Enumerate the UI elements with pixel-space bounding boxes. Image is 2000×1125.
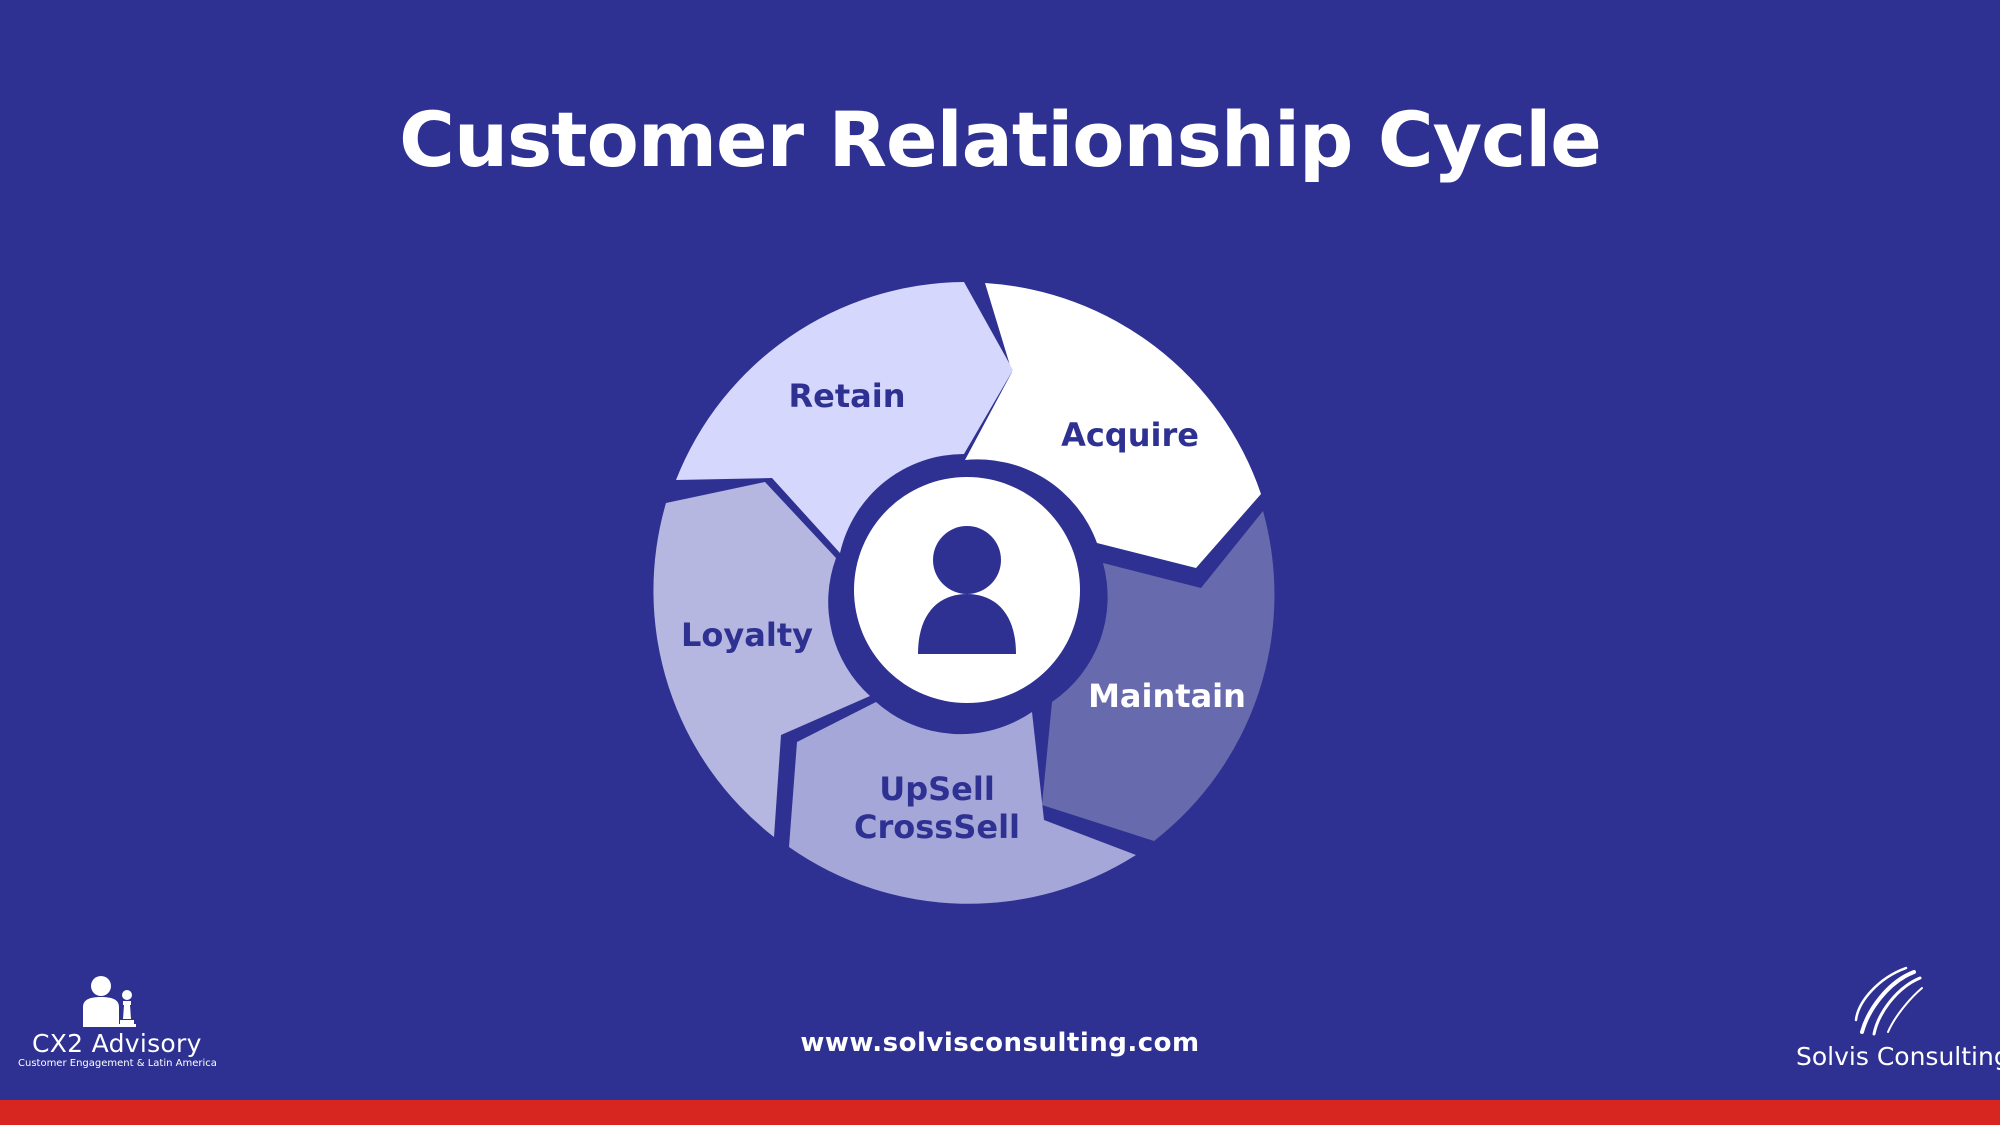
segment-label: Retain — [789, 377, 906, 415]
segment-loyalty[interactable] — [653, 482, 870, 837]
segment-maintain[interactable] — [1042, 511, 1275, 841]
segment-acquire[interactable] — [965, 283, 1261, 568]
page-title: Customer Relationship Cycle — [399, 95, 1602, 184]
cx2-advisory-logo: CX2 Advisory Customer Engagement & Latin… — [14, 975, 217, 1075]
cx2-advisory-name: CX2 Advisory — [32, 1029, 202, 1058]
segment-upsell-crosssell[interactable] — [789, 702, 1136, 904]
cx2-advisory-tagline: Customer Engagement & Latin America — [18, 1058, 217, 1069]
segment-labels: Acquire Maintain UpSell CrossSell Loyalt… — [681, 377, 1246, 846]
accent-bar — [0, 1100, 2000, 1125]
person-chess-icon — [83, 976, 136, 1027]
segment-label: UpSell — [879, 770, 995, 808]
segment-label: Loyalty — [681, 616, 813, 654]
segment-label: CrossSell — [854, 808, 1020, 846]
person-icon — [918, 526, 1016, 654]
swirl-icon — [1854, 966, 1923, 1036]
website-url[interactable]: www.solvisconsulting.com — [800, 1028, 1200, 1058]
cycle-segments — [653, 282, 1275, 904]
segment-label: Maintain — [1088, 677, 1246, 715]
segment-retain[interactable] — [676, 282, 1013, 553]
solvis-consulting-logo: Solvis Consulting — [1790, 960, 2000, 1080]
solvis-consulting-name: Solvis Consulting — [1796, 1042, 2000, 1071]
segment-label: Acquire — [1061, 416, 1199, 454]
